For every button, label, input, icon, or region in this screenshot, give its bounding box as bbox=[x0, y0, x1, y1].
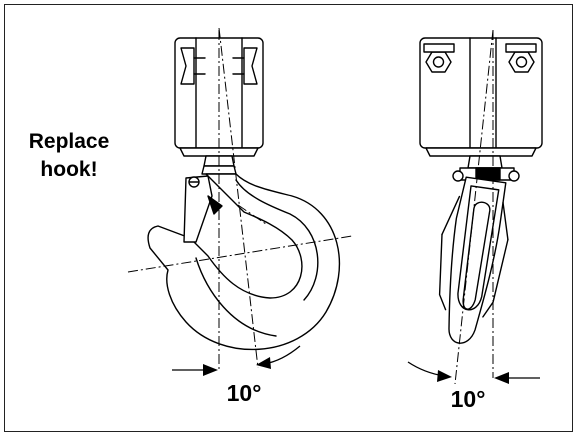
replace-hook-warning: Replace hook! bbox=[14, 128, 124, 184]
warning-line-2: hook! bbox=[40, 158, 98, 181]
angle-label-right: 10° bbox=[450, 386, 486, 412]
left-safety-latch bbox=[183, 175, 213, 243]
left-hook-body bbox=[147, 173, 340, 351]
angle-label-left: 10° bbox=[226, 380, 262, 406]
right-hook-body bbox=[438, 176, 509, 344]
warning-line-1: Replace bbox=[28, 130, 110, 153]
right-hook-block bbox=[419, 37, 543, 157]
